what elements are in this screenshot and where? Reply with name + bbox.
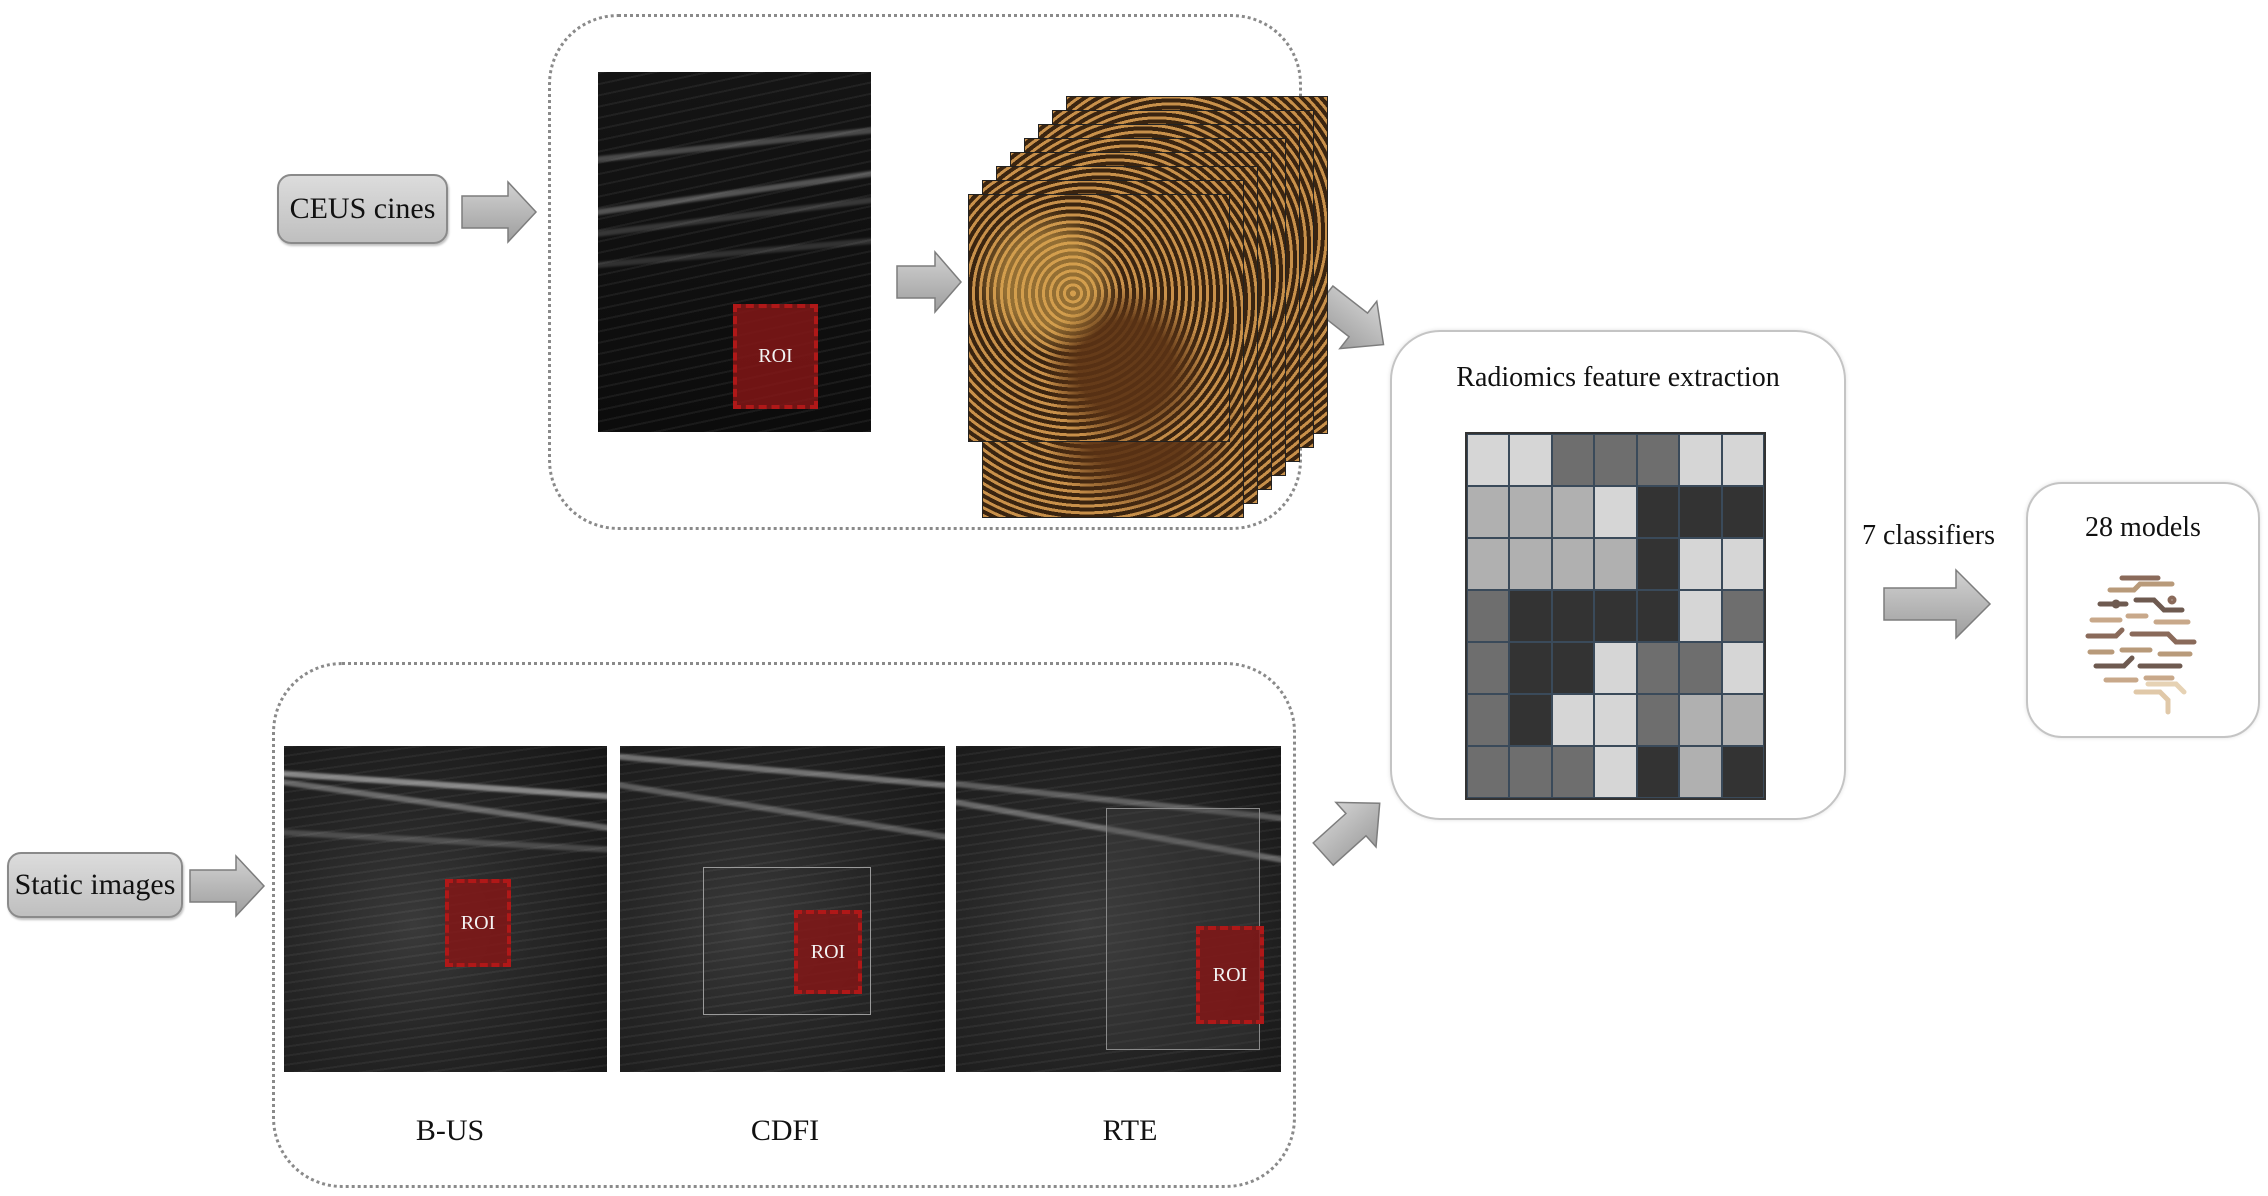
feature-cell: [1509, 434, 1552, 486]
feature-matrix: [1465, 432, 1766, 800]
feature-cell: [1594, 538, 1637, 590]
ceus-frame-stack: [968, 96, 1328, 518]
modality-label-b-us: B-US: [415, 1114, 485, 1147]
feature-cell: [1636, 590, 1680, 642]
feature-cell: [1594, 590, 1637, 642]
feature-cell: [1467, 486, 1510, 538]
models-title: 28 models: [2085, 512, 2201, 543]
feature-cell: [1721, 434, 1764, 486]
ceus-cines-label: CEUS cines: [277, 174, 448, 244]
feature-cell: [1467, 434, 1510, 486]
feature-cell: [1467, 746, 1510, 798]
feature-cell: [1467, 538, 1510, 590]
modality-label-rte: RTE: [1102, 1114, 1158, 1147]
arrow-features-to-models: [1883, 568, 1992, 640]
cdfi-image: ROI: [620, 746, 945, 1072]
feature-cell: [1594, 746, 1637, 798]
feature-cell: [1509, 694, 1552, 746]
feature-cell: [1679, 538, 1722, 590]
models-box: [2026, 482, 2260, 738]
feature-cell: [1636, 486, 1680, 538]
roi-marker-ceus: ROI: [733, 304, 818, 409]
feature-cell: [1594, 486, 1637, 538]
ceus-cine-image: ROI: [598, 72, 871, 432]
feature-cell: [1679, 434, 1722, 486]
feature-cell: [1679, 590, 1722, 642]
roi-marker-cdfi: ROI: [794, 910, 862, 994]
arrow-ceus-to-box: [461, 180, 538, 244]
feature-cell: [1636, 642, 1680, 694]
cine-frame: [968, 194, 1230, 442]
feature-cell: [1721, 486, 1764, 538]
feature-cell: [1636, 746, 1680, 798]
feature-cell: [1551, 538, 1595, 590]
feature-extraction-box: [1390, 330, 1846, 820]
feature-cell: [1551, 434, 1595, 486]
feature-cell: [1551, 642, 1595, 694]
feature-extraction-title: Radiomics feature extraction: [1456, 362, 1780, 393]
feature-cell: [1509, 590, 1552, 642]
roi-marker-rte: ROI: [1196, 926, 1264, 1024]
feature-cell: [1467, 694, 1510, 746]
feature-cell: [1594, 694, 1637, 746]
arrow-cine-to-frames: [896, 249, 962, 315]
feature-cell: [1721, 538, 1764, 590]
b-us-image: ROI: [284, 746, 607, 1072]
feature-cell: [1551, 746, 1595, 798]
feature-cell: [1509, 746, 1552, 798]
feature-cell: [1467, 590, 1510, 642]
feature-cell: [1679, 642, 1722, 694]
feature-cell: [1467, 642, 1510, 694]
static-group-box: [272, 662, 1296, 1188]
classifiers-label: 7 classifiers: [1862, 520, 1995, 551]
feature-cell: [1721, 642, 1764, 694]
feature-cell: [1679, 486, 1722, 538]
feature-cell: [1721, 694, 1764, 746]
feature-cell: [1721, 590, 1764, 642]
feature-cell: [1509, 538, 1552, 590]
brain-circuit-icon: [2085, 575, 2197, 715]
feature-cell: [1551, 486, 1595, 538]
feature-cell: [1594, 434, 1637, 486]
feature-cell: [1679, 746, 1722, 798]
feature-cell: [1509, 642, 1552, 694]
feature-cell: [1551, 694, 1595, 746]
feature-cell: [1636, 694, 1680, 746]
modality-label-cdfi: CDFI: [750, 1114, 820, 1147]
feature-cell: [1594, 642, 1637, 694]
feature-cell: [1551, 590, 1595, 642]
rte-image: ROI: [956, 746, 1281, 1072]
feature-cell: [1679, 694, 1722, 746]
feature-cell: [1721, 746, 1764, 798]
feature-cell: [1636, 434, 1680, 486]
arrow-static-to-box: [189, 854, 266, 918]
feature-cell: [1636, 538, 1680, 590]
roi-marker-b-us: ROI: [445, 879, 511, 967]
static-images-label: Static images: [7, 852, 183, 918]
arrow-static-to-features: [1312, 801, 1381, 867]
feature-cell: [1509, 486, 1552, 538]
